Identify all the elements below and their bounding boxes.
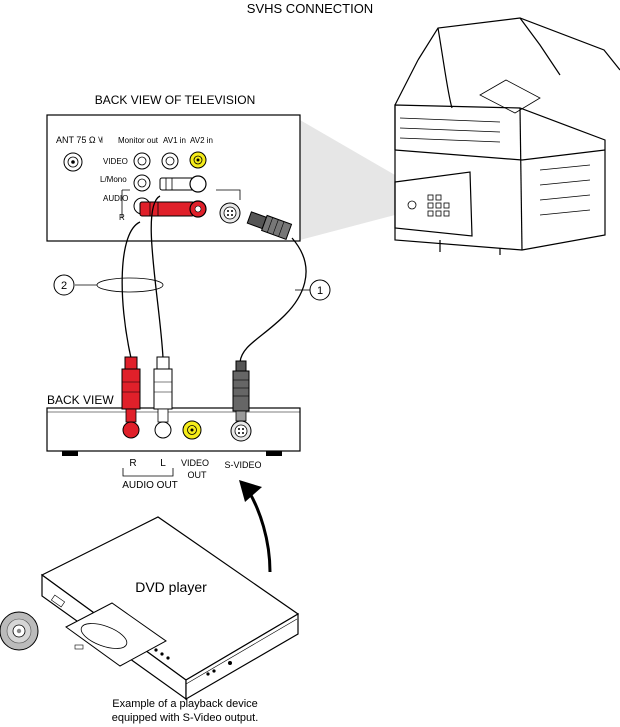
video-label: VIDEO — [103, 157, 128, 166]
zoom-projection — [300, 120, 395, 240]
cable-2-white-wire — [150, 195, 164, 359]
diagram-title: SVHS CONNECTION — [247, 1, 373, 16]
svideo-label: S-VIDEO — [224, 460, 261, 470]
audio-bracket — [121, 189, 130, 218]
callout-2-circle — [53, 274, 75, 296]
device-back-view-heading: BACK VIEW — [47, 393, 114, 407]
device-red-audio-plug — [121, 356, 141, 439]
audio-out-label: AUDIO OUT — [122, 480, 178, 491]
callout-1-circle — [309, 279, 331, 301]
caption-line-2: equipped with S-Video output. — [112, 712, 259, 724]
device-svideo-plug — [230, 360, 252, 442]
monitor-out-l-jack — [133, 174, 151, 192]
video-out-label-line1: VIDEO — [181, 458, 209, 468]
tv-red-audio-plug — [139, 200, 207, 218]
av2-video-jack — [189, 151, 207, 169]
tv-white-audio-plug — [159, 175, 207, 193]
device-back-panel — [46, 407, 301, 456]
device-r-label: R — [129, 458, 136, 469]
av1-video-jack — [161, 152, 179, 170]
av1-in-label: AV1 in — [163, 136, 186, 145]
lmono-label: L/Mono — [100, 175, 127, 184]
ant-jack — [63, 152, 83, 172]
callout-1-number: 1 — [317, 285, 323, 297]
cable-2-group-ring — [96, 277, 164, 293]
tv-panel-heading: BACK VIEW OF TELEVISION — [95, 93, 255, 107]
cable-1-svideo-wire — [239, 237, 307, 363]
television-illustration — [300, 17, 620, 255]
video-out-label-line2: OUT — [188, 470, 208, 480]
av2-in-label: AV2 in — [190, 136, 213, 145]
audio-out-bracket — [122, 468, 174, 477]
audio-label: AUDIO — [103, 194, 128, 203]
dvd-player-label: DVD player — [135, 579, 207, 595]
callout-2-number: 2 — [61, 280, 67, 292]
caption-line-1: Example of a playback device — [112, 698, 258, 710]
monitor-out-video-jack — [133, 152, 151, 170]
ant-label: ANT 75 Ω ˥˩˦ — [56, 135, 103, 145]
device-white-audio-plug — [153, 356, 173, 439]
device-video-out-jack — [182, 420, 202, 440]
monitor-out-label: Monitor out — [118, 136, 159, 145]
disc-icon — [0, 611, 39, 651]
dvd-player-illustration — [40, 516, 300, 701]
device-l-label: L — [160, 458, 166, 469]
cable-2-red-wire — [121, 221, 141, 359]
tv-svideo-plug — [246, 211, 293, 240]
tv-svideo-jack — [219, 202, 241, 224]
flow-arrow — [239, 480, 272, 573]
